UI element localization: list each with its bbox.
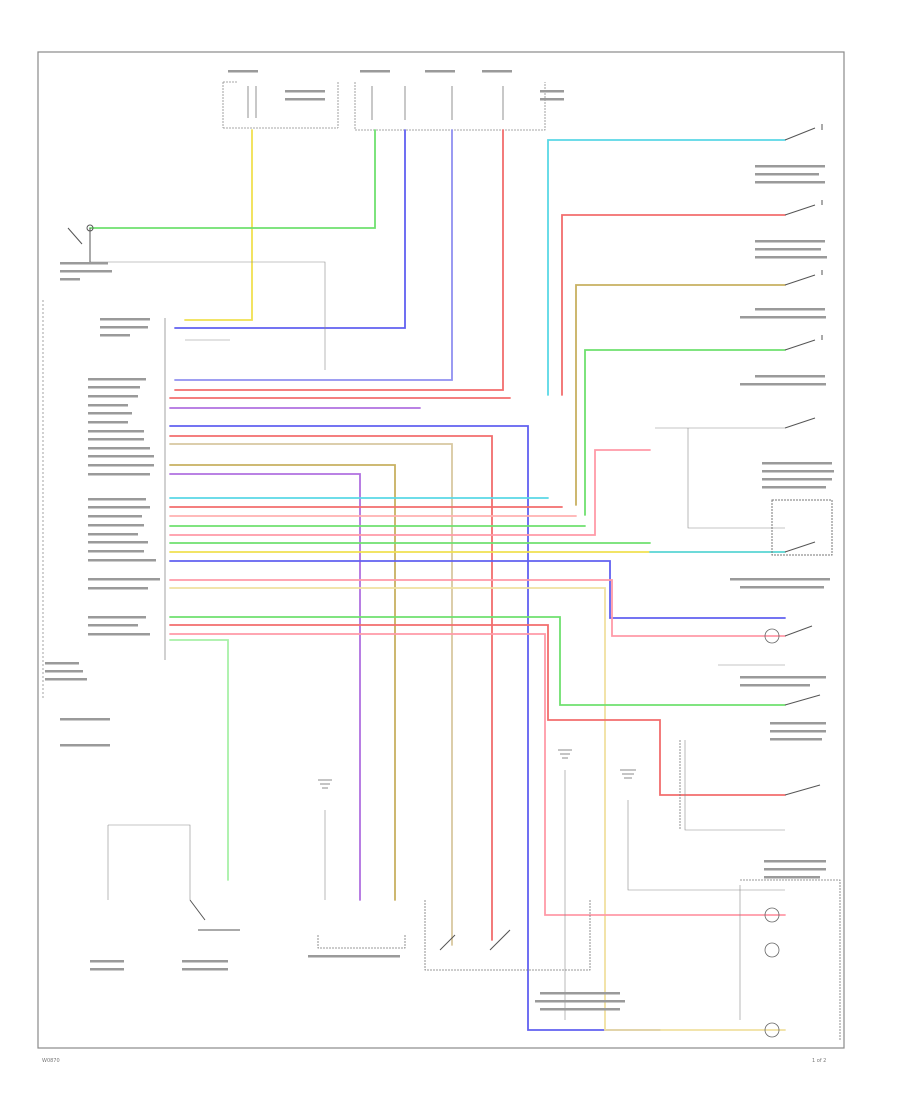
wire-bus-green4 — [169, 639, 229, 881]
wire-bus-olive — [169, 464, 396, 901]
fuse-box-right — [354, 82, 546, 131]
caption-marks — [45, 70, 834, 1011]
diagram-frame — [37, 51, 845, 1049]
wire-bus-red-e — [169, 579, 786, 637]
wire-cyan-top — [547, 139, 786, 396]
wire-bus-purple2 — [169, 473, 361, 901]
wire-red-1 — [174, 129, 504, 391]
motor-icon — [764, 628, 780, 1038]
wire-bus-blue-a — [169, 425, 661, 1031]
footer-right-text: 1 of 2 — [812, 1058, 826, 1064]
switch-icon — [67, 224, 511, 951]
wire-olive-right — [575, 284, 786, 506]
fuse-box-left — [222, 81, 339, 129]
wire-thin — [90, 261, 785, 1020]
wire-blue-1 — [174, 129, 406, 329]
wire-bus-red-b — [169, 435, 493, 941]
wire-green-1 — [184, 129, 253, 321]
wire-green-2 — [89, 129, 376, 229]
wire-bus-red-d — [169, 449, 651, 536]
wire-red-right — [561, 214, 786, 396]
footer-left-text: W0870 — [42, 1058, 60, 1064]
wire-bus-red-f — [169, 624, 786, 796]
component-brackets — [317, 740, 841, 1040]
wire-bus-tan — [169, 443, 453, 946]
wire-green-right — [584, 349, 786, 516]
wire-bus-blue-b — [169, 560, 786, 619]
switch-icon — [784, 124, 823, 796]
wire-gray-1 — [174, 129, 453, 381]
wire-harness — [89, 129, 786, 1031]
ground-icon — [318, 749, 636, 789]
connector-icon — [42, 300, 166, 700]
wire-bus-green3 — [169, 616, 786, 706]
wire-bus-tan2 — [169, 587, 786, 1031]
combination-switch-box — [771, 499, 833, 556]
wire-bus-pink2 — [169, 633, 786, 916]
